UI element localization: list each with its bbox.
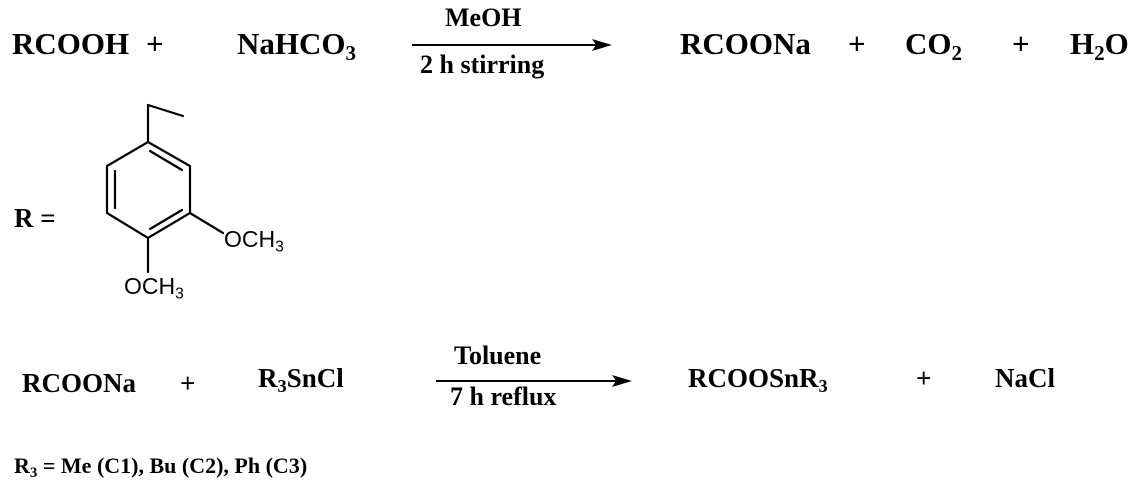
plus-sign: + [1012,26,1030,61]
plus-sign: + [916,363,932,393]
formula-tail: O [1104,26,1129,61]
substituent-och3-para: OCH3 [124,273,184,302]
formula-tail: SnCl [286,363,344,393]
condition-time: 7 h reflux [450,382,557,411]
formula-subscript: 3 [345,40,357,65]
reactant-rcoona: RCOONa [22,368,136,398]
r3-footnote: R3 = Me (C1), Bu (C2), Ph (C3) [14,453,308,481]
substituent-och3-meta: OCH3 [224,226,284,255]
plus-sign: + [180,368,196,398]
product-h2o: H2O [1070,26,1129,63]
formula-subscript: 3 [175,285,184,303]
formula-main: CO [905,26,952,61]
formula-main: OCH [224,226,276,252]
reactant-r3sncl: R3SnCl [258,363,344,396]
reaction-arrow-2 [436,375,632,387]
formula-subscript: 3 [818,376,828,397]
condition-solvent: MeOH [445,3,522,32]
reactant-rcooh: RCOOH [12,26,130,61]
product-co2: CO2 [905,26,962,63]
plus-sign: + [848,26,866,61]
formula-main: R [14,453,30,478]
formula-main: RCOOSnR [688,363,819,393]
footnote-text: = Me (C1), Bu (C2), Ph (C3) [37,453,308,478]
formula-main: H [1070,26,1095,61]
r-label: R = [14,203,56,233]
condition-solvent: Toluene [454,341,542,370]
formula-main: OCH [124,273,176,299]
reaction-arrow-1 [412,39,612,51]
formula-main: NaHCO [237,26,346,61]
reactant-nahco3: NaHCO3 [237,26,356,63]
formula-subscript: 2 [951,40,963,65]
dimethoxyphenyl-structure [105,103,225,274]
formula-subscript: 2 [1094,40,1105,65]
product-nacl: NaCl [995,363,1055,393]
formula-subscript: 3 [275,238,284,256]
condition-time: 2 h stirring [420,50,545,79]
formula-subscript: 3 [277,376,287,397]
formula-subscript: 3 [29,465,38,482]
formula-main: R [258,363,278,393]
product-rcoosnr3: RCOOSnR3 [688,363,828,396]
product-rcoona: RCOONa [680,26,811,61]
plus-sign: + [146,26,164,61]
